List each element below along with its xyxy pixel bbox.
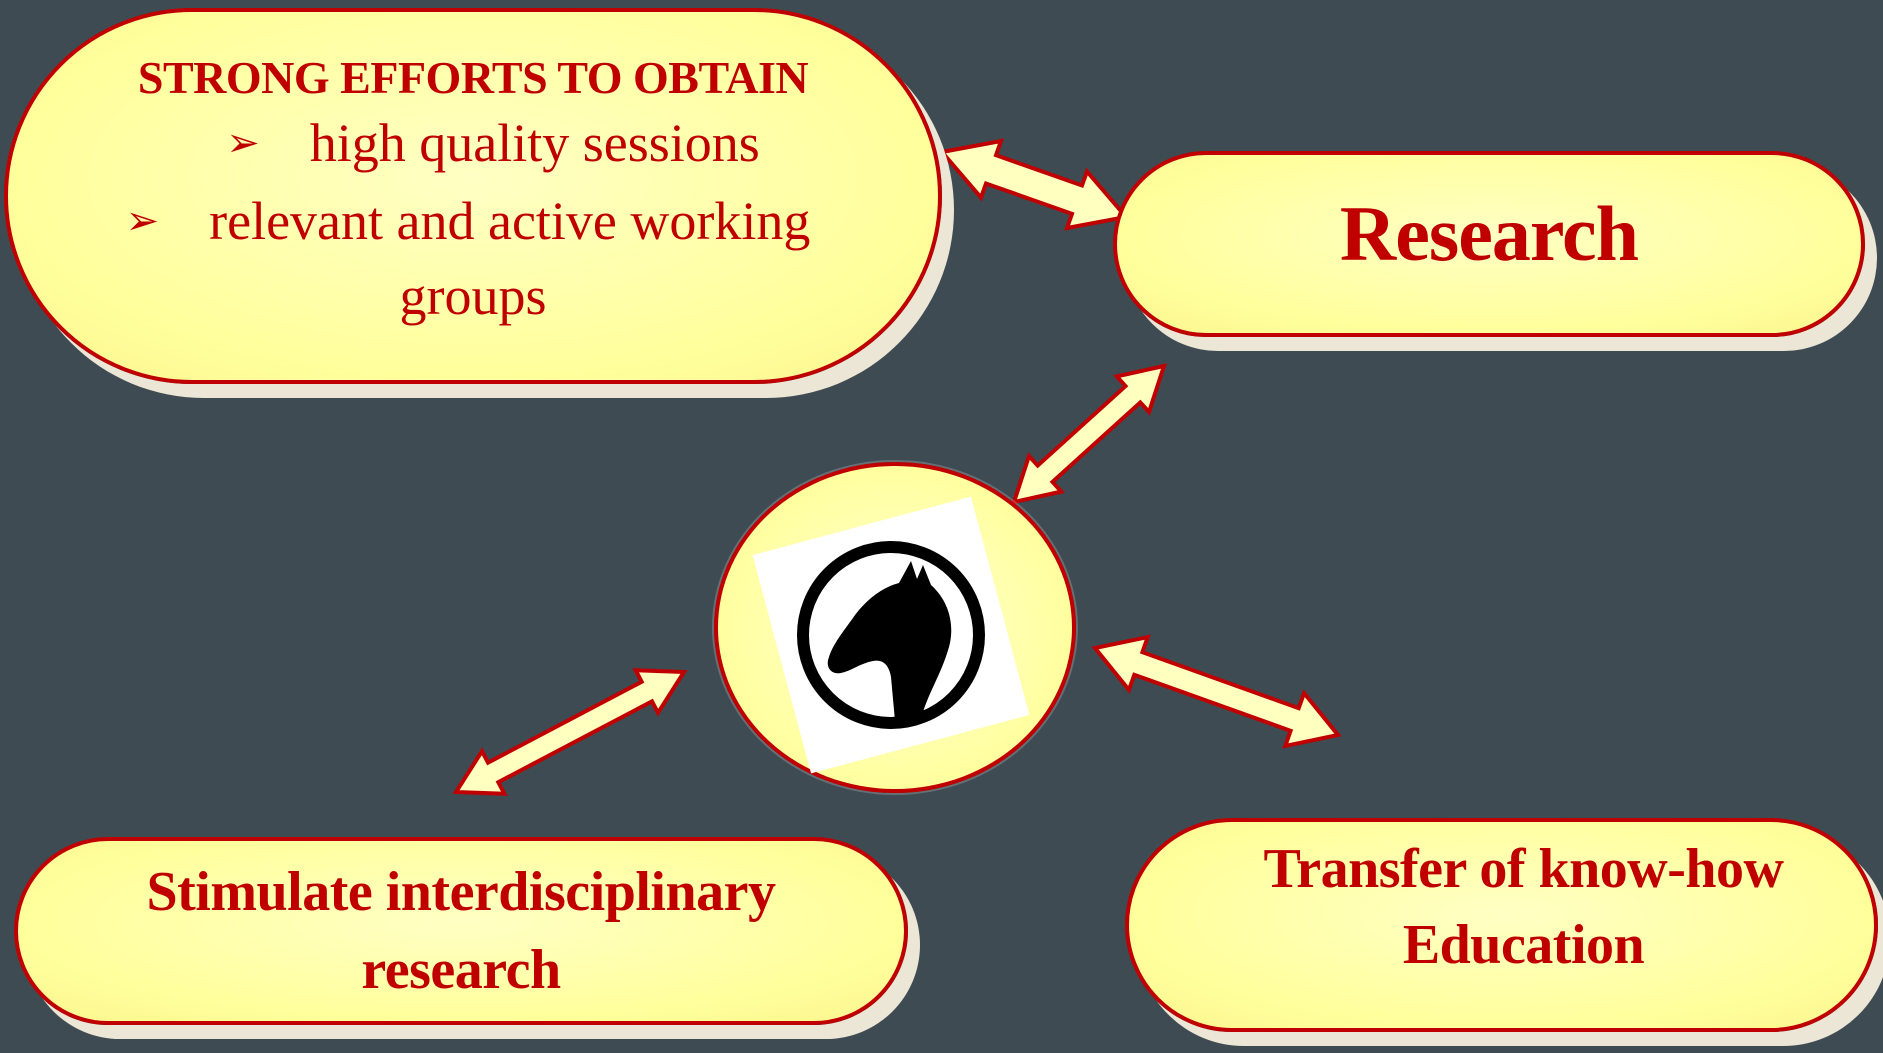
stimulate-node: Stimulate interdisciplinary research <box>14 837 908 1025</box>
center-transfer-arrow <box>1091 634 1342 749</box>
bullet-item: ➢ relevant and active working <box>126 182 811 260</box>
stimulate-line-1: Stimulate interdisciplinary <box>146 861 776 923</box>
arrowhead-bullet-icon: ➢ <box>125 197 160 243</box>
bullet-text: high quality sessions <box>309 112 760 173</box>
horse-head-icon <box>797 540 985 729</box>
arrowhead-bullet-icon: ➢ <box>226 119 260 165</box>
stimulate-line-2: research <box>361 939 561 1001</box>
bullet-text: relevant and active working <box>209 190 811 251</box>
transfer-line-1: Transfer of know-how <box>1263 838 1784 900</box>
logo-tile <box>752 496 1030 774</box>
transfer-node: Transfer of know-how Education <box>1125 818 1878 1032</box>
bullet-item: ➢ high quality sessions <box>226 104 760 182</box>
research-label: Research <box>1339 190 1639 277</box>
efforts-research-arrow <box>938 138 1130 231</box>
transfer-line-2: Education <box>1402 914 1645 976</box>
efforts-node: STRONG EFFORTS TO OBTAIN ➢ high quality … <box>4 8 942 384</box>
center-stimulate-arrow <box>452 668 688 796</box>
research-center-arrow <box>1011 363 1167 505</box>
research-node: Research <box>1113 151 1865 337</box>
efforts-title: STRONG EFFORTS TO OBTAIN <box>137 51 809 103</box>
transfer-text: Transfer of know-how Education <box>1264 831 1784 983</box>
bullet-continuation: groups <box>399 265 547 326</box>
